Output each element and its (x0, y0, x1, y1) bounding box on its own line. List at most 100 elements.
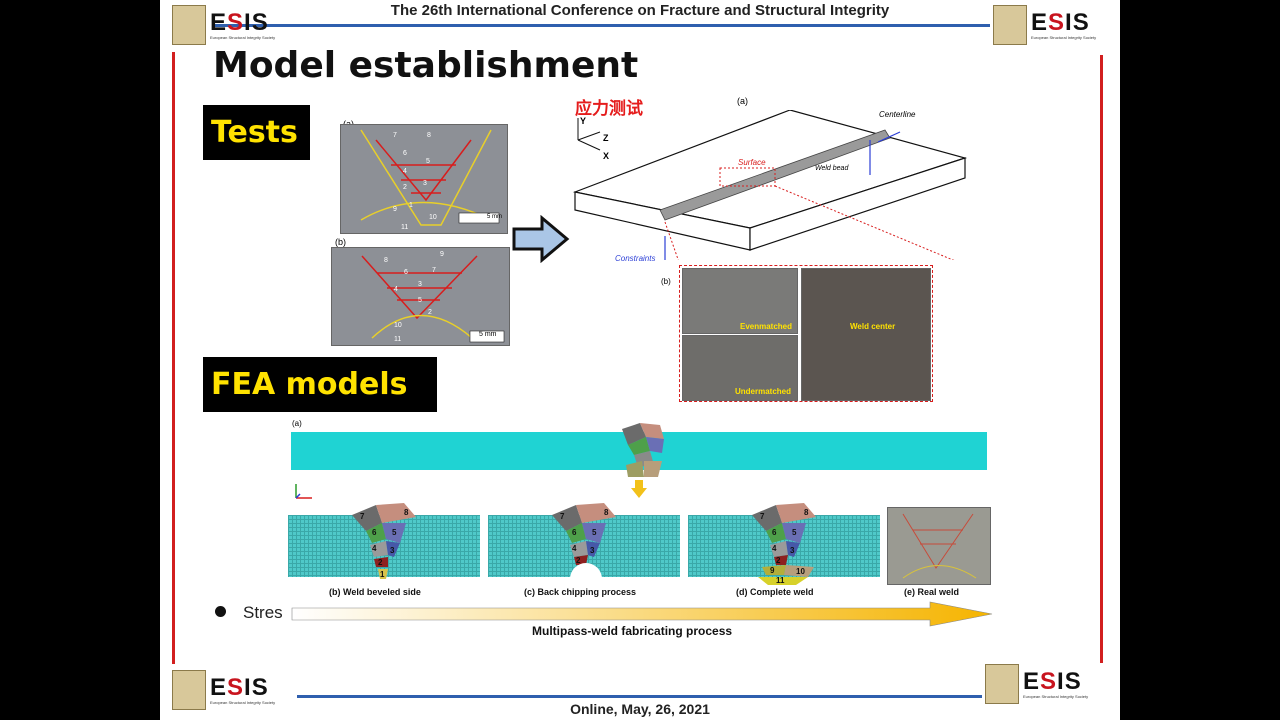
conference-title: The 26th International Conference on Fra… (390, 2, 890, 19)
process-label: Multipass-weld fabricating process (532, 624, 733, 638)
svg-text:7: 7 (560, 512, 565, 521)
logo-emblem-icon (172, 670, 206, 710)
svg-text:6: 6 (372, 528, 377, 537)
axis-x-label: X (603, 151, 610, 161)
svg-text:5: 5 (792, 528, 797, 537)
axis-y-label: Y (580, 116, 587, 126)
svg-text:1: 1 (380, 570, 385, 579)
svg-text:7: 7 (760, 512, 765, 521)
fea-weld-zone (622, 423, 664, 477)
svg-text:7: 7 (432, 267, 436, 274)
svg-text:6: 6 (772, 528, 777, 537)
logo-subtitle: European Structural Integrity Society (1023, 693, 1089, 699)
esis-logo-bottom-right: ESIS European Structural Integrity Socie… (985, 664, 1088, 704)
left-accent-bar (172, 52, 175, 664)
svg-text:4: 4 (394, 286, 398, 293)
logo-subtitle: European Structural Integrity Society (1031, 34, 1097, 40)
logo-wordmark: ESIS (210, 8, 269, 36)
svg-text:5: 5 (418, 297, 422, 304)
scale-bar-a: 5 mm (487, 214, 502, 220)
logo-emblem-icon (985, 664, 1019, 704)
photo-evenmatched: Evenmatched (682, 268, 798, 334)
svg-text:10: 10 (796, 567, 805, 576)
strain-gauge-photos: Evenmatched Undermatched Weld center (679, 265, 933, 402)
tests-label: Tests (203, 105, 310, 160)
bullet-dot (215, 606, 226, 617)
fea-models-label: FEA models (203, 357, 437, 412)
right-accent-bar (1100, 55, 1103, 663)
real-weld-photo (887, 507, 991, 585)
svg-text:2: 2 (403, 184, 407, 191)
svg-text:8: 8 (384, 257, 388, 264)
stress-test-chinese-label: 应力测试 (575, 99, 643, 119)
footer-date: Online, May, 26, 2021 (570, 701, 710, 717)
svg-text:8: 8 (427, 132, 431, 139)
weld-bead-label: Weld bead (815, 165, 849, 172)
svg-text:9: 9 (393, 206, 397, 213)
svg-text:5: 5 (592, 528, 597, 537)
caption-complete-weld: (d) Complete weld (736, 587, 814, 597)
process-arrow (291, 601, 993, 627)
svg-text:6: 6 (403, 150, 407, 157)
weld-passes-outline-b: 9 8 7 6 4 3 52 10 11 (361, 251, 505, 343)
esis-logo-top-left: ESIS European Structural Integrity Socie… (172, 5, 275, 45)
svg-text:7: 7 (393, 132, 397, 139)
page-title: Model establishment (213, 45, 639, 86)
svg-text:3: 3 (423, 180, 427, 187)
footer-divider (297, 695, 982, 698)
logo-wordmark: ESIS (1031, 8, 1090, 36)
caption-back-chipping: (c) Back chipping process (524, 587, 637, 597)
stress-fig-b-label: (b) (661, 277, 671, 286)
svg-text:3: 3 (790, 546, 795, 555)
logo-wordmark: ESIS (1023, 667, 1082, 695)
svg-text:4: 4 (772, 544, 777, 553)
svg-text:2: 2 (428, 309, 432, 316)
svg-text:4: 4 (572, 544, 577, 553)
fea-axis-triad (295, 484, 312, 499)
stress-fig-a-label: (a) (737, 96, 748, 106)
arrow-down-icon (631, 480, 647, 498)
surface-label: Surface (738, 158, 766, 167)
caption-real-weld: (e) Real weld (904, 587, 960, 597)
photo-undermatched-label: Undermatched (735, 387, 792, 396)
svg-text:4: 4 (372, 544, 377, 553)
header-divider (215, 24, 990, 27)
photo-weld-center-label: Weld center (850, 322, 896, 331)
svg-text:7: 7 (360, 512, 365, 521)
svg-text:2: 2 (776, 556, 781, 565)
bullet-text: Stres (243, 603, 283, 622)
tests-fig-b-label: (b) (335, 237, 346, 247)
photo-weld-center: Weld center (801, 268, 931, 401)
esis-logo-bottom-left: ESIS European Structural Integrity Socie… (172, 670, 275, 710)
svg-text:10: 10 (394, 322, 402, 329)
centerline-label: Centerline (879, 110, 916, 119)
svg-text:3: 3 (390, 546, 395, 555)
svg-text:11: 11 (776, 576, 785, 585)
svg-text:6: 6 (404, 269, 408, 276)
svg-text:10: 10 (429, 214, 437, 221)
svg-text:11: 11 (394, 336, 401, 343)
svg-text:11: 11 (401, 224, 408, 231)
weld-plate-diagram (572, 110, 968, 260)
svg-text:4: 4 (403, 168, 407, 175)
arrow-right-icon (512, 215, 570, 263)
fea-fig-a-label: (a) (292, 419, 302, 428)
svg-text:3: 3 (418, 281, 422, 288)
svg-text:9: 9 (770, 566, 775, 575)
real-weld-outline (902, 513, 977, 579)
svg-text:5: 5 (392, 528, 397, 537)
photo-evenmatched-label: Evenmatched (740, 322, 793, 331)
svg-text:9: 9 (440, 251, 444, 258)
logo-emblem-icon (993, 5, 1027, 45)
svg-text:5: 5 (426, 158, 430, 165)
logo-subtitle: European Structural Integrity Society (210, 699, 276, 705)
